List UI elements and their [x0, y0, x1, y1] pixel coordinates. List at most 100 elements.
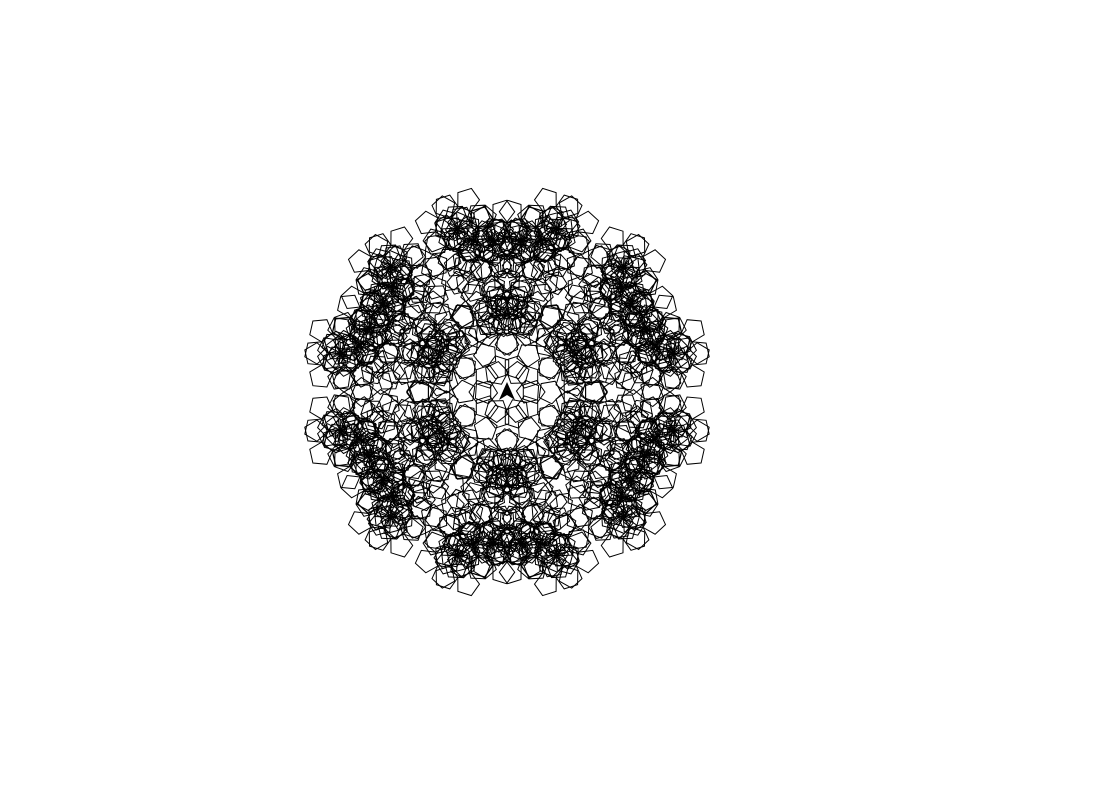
- pentagon-shape: [469, 299, 493, 324]
- pentagon-shape: [454, 326, 479, 351]
- pentagon-shape: [515, 225, 540, 249]
- pentagon-shape: [454, 427, 479, 452]
- pentagon-shape: [501, 505, 526, 530]
- pentagon-shape: [535, 433, 560, 458]
- pentagon-shape: [423, 425, 448, 448]
- pentagon-shape: [450, 304, 475, 328]
- pentagon-shape: [555, 565, 579, 590]
- pentagon-shape: [441, 267, 465, 291]
- pentagon-shape: [412, 405, 437, 429]
- pentagon-shape: [624, 456, 649, 481]
- pentagon-shape: [477, 300, 502, 325]
- pentagon-shape: [403, 359, 428, 384]
- pentagon-shape: [630, 465, 655, 490]
- pentagon-shape: [598, 361, 622, 386]
- turtle-arrow-icon: [499, 382, 515, 400]
- pentagon-shape: [401, 281, 425, 306]
- pentagon-shape: [427, 387, 451, 412]
- pentagon-shape: [608, 424, 633, 449]
- pentagon-shape: [649, 422, 674, 447]
- pentagon-shape: [560, 400, 584, 425]
- pentagon-shape: [554, 350, 579, 375]
- pentagon-shape: [388, 259, 413, 283]
- pentagon-shape: [397, 327, 422, 351]
- pentagon-shape: [569, 256, 593, 281]
- pentagon-shape: [439, 512, 463, 537]
- pentagon-group: [304, 187, 710, 597]
- pentagon-shape: [638, 364, 663, 388]
- pentagon-shape: [614, 476, 639, 500]
- pentagon-shape: [474, 535, 499, 559]
- pentagon-shape: [430, 405, 455, 430]
- pentagon-shape: [388, 497, 413, 521]
- pentagon-shape: [485, 542, 510, 567]
- pentagon-shape: [536, 544, 561, 568]
- pentagon-shape: [639, 325, 663, 350]
- pentagon-shape: [533, 187, 557, 212]
- pentagon-shape: [337, 294, 362, 319]
- pentagon-shape: [430, 354, 455, 379]
- pentagon-shape: [615, 494, 640, 519]
- pentagon-shape: [383, 465, 407, 490]
- pentagon-shape: [424, 234, 449, 259]
- pentagon-shape: [610, 267, 635, 291]
- pentagon-shape: [558, 565, 583, 589]
- pentagon-shape: [538, 404, 562, 429]
- pentagon-shape: [410, 416, 435, 440]
- pentagon-shape: [588, 455, 613, 480]
- pentagon-shape: [364, 526, 389, 551]
- pentagon-shape: [601, 263, 626, 287]
- pentagon-shape: [390, 450, 415, 474]
- pentagon-shape: [566, 336, 591, 359]
- pentagon-shape: [431, 195, 456, 219]
- pentagon-shape: [447, 533, 472, 558]
- pentagon-shape: [363, 410, 388, 435]
- pentagon-shape: [606, 324, 630, 349]
- pentagon-shape: [371, 266, 396, 290]
- pentagon-shape: [457, 509, 481, 533]
- pentagon-shape: [501, 254, 526, 279]
- pentagon-shape: [451, 305, 475, 330]
- pentagon-shape: [549, 267, 573, 291]
- pentagon-shape: [552, 512, 577, 535]
- pentagon-shape: [309, 364, 334, 388]
- pentagon-shape: [640, 320, 665, 345]
- pentagon-shape: [350, 363, 375, 388]
- pentagon-shape: [680, 364, 705, 388]
- pentagon-shape: [638, 450, 663, 475]
- pentagon-shape: [349, 439, 374, 464]
- pentagon-shape: [518, 539, 542, 564]
- pentagon-shape: [323, 352, 348, 377]
- pentagon-shape: [663, 317, 687, 341]
- pentagon-shape: [635, 304, 659, 329]
- pentagon-shape: [534, 270, 559, 295]
- pentagon-shape: [498, 199, 522, 224]
- pentagon-shape: [470, 460, 495, 484]
- pentagon-shape: [511, 444, 535, 469]
- pentagon-shape: [606, 435, 630, 460]
- pentagon-shape: [452, 403, 477, 427]
- pentagon-shape: [504, 221, 529, 246]
- pentagon-shape: [568, 228, 592, 253]
- pentagon-shape: [577, 355, 602, 379]
- pentagon-shape: [673, 414, 698, 439]
- pentagon-shape: [521, 460, 545, 485]
- pentagon-shape: [321, 411, 346, 435]
- pentagon-shape: [534, 489, 559, 514]
- pentagon-shape: [505, 541, 529, 566]
- pentagon-shape: [563, 387, 587, 412]
- pentagon-shape: [455, 489, 480, 514]
- pentagon-shape: [587, 514, 612, 539]
- pentagon-shape: [407, 289, 432, 314]
- pentagon-shape: [327, 394, 351, 419]
- pentagon-shape: [511, 315, 535, 340]
- pentagon-shape: [630, 432, 655, 457]
- pentagon-shape: [622, 504, 646, 529]
- pentagon-shape: [514, 310, 538, 335]
- pentagon-shape: [668, 426, 693, 451]
- pentagon-shape: [608, 299, 632, 324]
- pentagon-shape: [443, 506, 467, 531]
- pentagon-shape: [433, 449, 458, 474]
- pentagon-shape: [603, 499, 628, 523]
- pentagon-shape: [473, 416, 498, 440]
